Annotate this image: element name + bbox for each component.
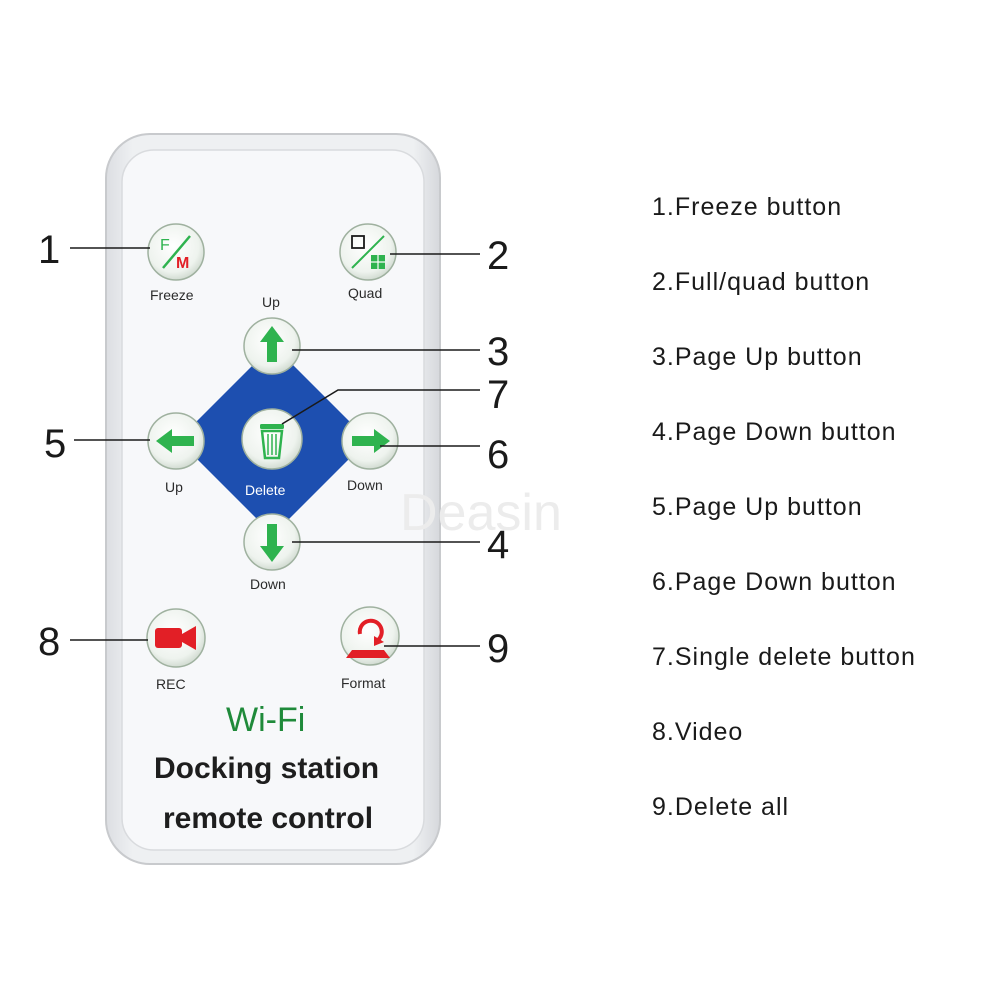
arrow-up-icon (260, 326, 284, 362)
delete-label: Delete (245, 482, 286, 498)
down-bottom-label: Down (250, 576, 286, 592)
watermark: Deasin (400, 484, 562, 542)
legend-item: 8.Video (652, 718, 744, 746)
callout-9: 9 (487, 627, 509, 671)
callout-7: 7 (487, 373, 509, 417)
format-label: Format (341, 675, 385, 691)
callout-4: 4 (487, 523, 509, 567)
format-button[interactable] (340, 606, 400, 666)
rec-label: REC (156, 676, 186, 692)
quad-button[interactable] (339, 223, 397, 281)
freeze-button[interactable]: F M (147, 223, 205, 281)
freeze-label: Freeze (150, 287, 194, 303)
page-down-button-bottom[interactable] (243, 513, 301, 571)
down-right-label: Down (347, 477, 383, 493)
callout-5: 5 (44, 422, 66, 466)
page-up-button-left[interactable] (147, 412, 205, 470)
brand-docking-station: Docking station (154, 752, 379, 785)
delete-button[interactable] (241, 408, 303, 470)
quad-label: Quad (348, 285, 382, 301)
legend-item: 2.Full/quad button (652, 268, 871, 296)
legend-item: 5.Page Up button (652, 493, 863, 521)
callout-6: 6 (487, 433, 509, 477)
brand-wifi: Wi-Fi (226, 701, 305, 739)
arrow-right-icon (352, 429, 390, 453)
up-top-label: Up (262, 294, 280, 310)
up-left-label: Up (165, 479, 183, 495)
callout-1: 1 (38, 228, 60, 272)
freeze-icon: F M (160, 235, 191, 272)
arrow-down-icon (260, 524, 284, 562)
callout-lines (70, 247, 480, 647)
legend-item: 1.Freeze button (652, 193, 843, 221)
video-camera-icon (155, 626, 196, 650)
trash-icon (260, 424, 284, 460)
arrow-left-icon (156, 429, 194, 453)
legend-item: 9.Delete all (652, 793, 790, 821)
freeze-icon-f: F (160, 237, 170, 254)
button-legend: 1.Freeze button 2.Full/quad button 3.Pag… (652, 186, 916, 861)
callout-8: 8 (38, 620, 60, 664)
quad-icon (351, 235, 385, 269)
legend-item: 6.Page Down button (652, 568, 897, 596)
legend-item: 7.Single delete button (652, 643, 916, 671)
callout-2: 2 (487, 234, 509, 278)
rec-button[interactable] (146, 608, 206, 668)
brand-remote-control: remote control (163, 802, 373, 835)
page-down-button-right[interactable] (341, 412, 399, 470)
legend-item: 4.Page Down button (652, 418, 897, 446)
legend-item: 3.Page Up button (652, 343, 863, 371)
format-icon (346, 618, 390, 658)
page-up-button-top[interactable] (243, 317, 301, 375)
freeze-icon-m: M (176, 255, 189, 272)
callout-3: 3 (487, 330, 509, 374)
